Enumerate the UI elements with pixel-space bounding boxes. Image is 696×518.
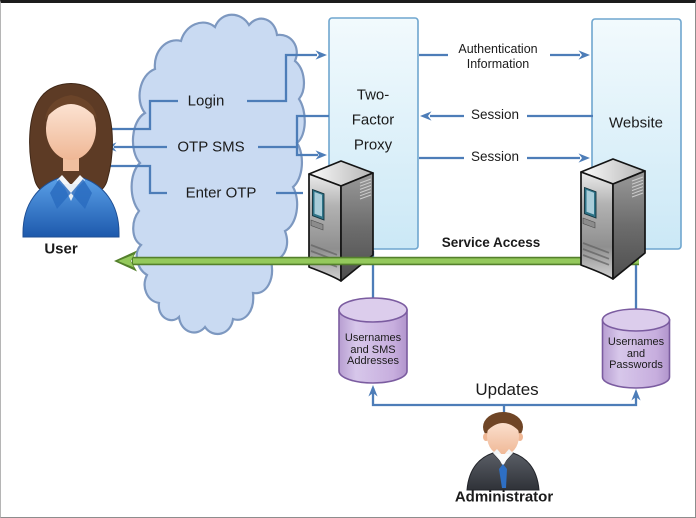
website-server-icon (580, 158, 646, 280)
administrator-icon (466, 412, 540, 491)
arrow-auth-website (578, 50, 590, 60)
cloud-icon (130, 13, 306, 336)
enter-otp-line (109, 164, 167, 195)
login-line-to-proxy (247, 53, 317, 103)
db-sms-icon (338, 297, 408, 384)
arrowheads (105, 50, 641, 401)
arrow-enterotp-proxy (315, 150, 327, 160)
user-icon (22, 83, 120, 238)
updates-line (371, 388, 638, 407)
arrow-login-proxy (315, 50, 327, 60)
arrow-updates-right (631, 389, 641, 401)
proxy-to-otp-line (295, 114, 329, 157)
arrow-updates-left (368, 385, 378, 397)
service-access-arrow (114, 250, 639, 272)
arrow-session-proxy (420, 111, 432, 121)
db-passwords-icon (601, 308, 671, 389)
arrow-session-website (578, 153, 590, 163)
diagram-artwork (22, 13, 682, 491)
login-line (109, 99, 178, 131)
